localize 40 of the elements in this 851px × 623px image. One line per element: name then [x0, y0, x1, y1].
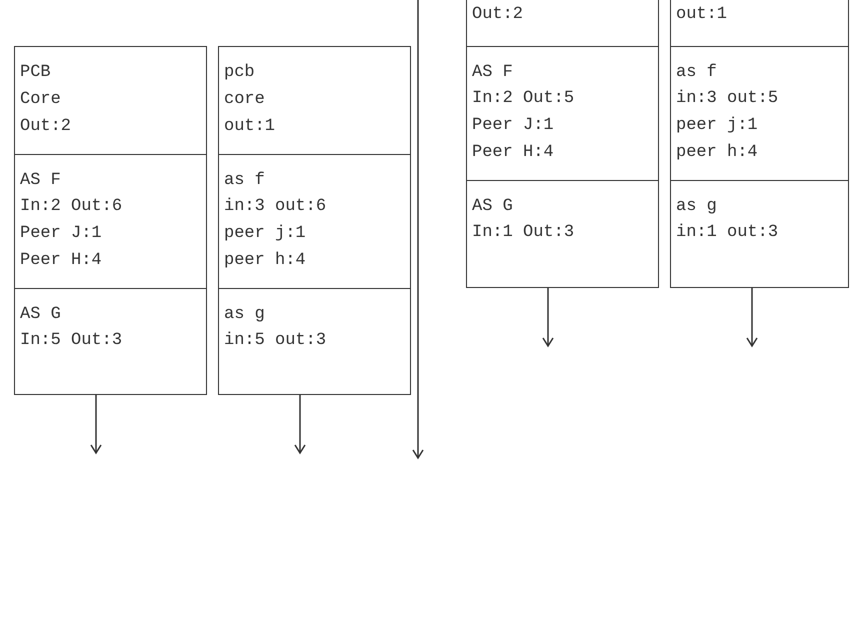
field-text: In:5 Out:3 [20, 330, 122, 352]
field-text: as f [224, 170, 265, 192]
arrow [294, 395, 306, 454]
record-box [466, 0, 659, 288]
field-text: out:1 [224, 116, 276, 138]
field-text: in:3 out:5 [676, 88, 778, 110]
field-text: Out:2 [472, 4, 524, 26]
field-text: In:2 Out:6 [20, 196, 122, 218]
field-text: in:3 out:6 [224, 196, 326, 218]
arrow [542, 288, 554, 347]
field-text: in:1 out:3 [676, 222, 778, 244]
field-text: peer j:1 [676, 115, 758, 138]
arrow [90, 395, 102, 454]
arrow [746, 288, 758, 347]
field-text: AS G [20, 304, 61, 326]
field-text: in:5 out:3 [224, 330, 326, 352]
field-text: Peer H:4 [20, 250, 102, 272]
field-text: as f [676, 62, 717, 84]
field-text: peer j:1 [224, 223, 306, 246]
field-text: core [224, 88, 265, 111]
field-text: peer h:4 [676, 142, 758, 164]
field-text: AS F [20, 170, 61, 192]
field-text: Peer H:4 [472, 142, 554, 164]
record-box [670, 0, 849, 288]
field-text: Peer J:1 [20, 223, 102, 246]
field-text: Peer J:1 [472, 115, 554, 138]
field-text: pcb [224, 62, 255, 84]
field-text: AS G [472, 196, 513, 218]
field-text: AS F [472, 62, 513, 84]
field-text: In:2 Out:5 [472, 88, 574, 110]
field-text: In:1 Out:3 [472, 222, 574, 244]
field-text: Core [20, 88, 61, 111]
field-text: out:1 [676, 4, 728, 26]
record-box [218, 46, 411, 395]
field-text: as g [224, 304, 265, 326]
field-text: peer h:4 [224, 250, 306, 272]
field-text: Out:2 [20, 116, 72, 138]
record-box [14, 46, 207, 395]
field-text: PCB [20, 62, 51, 84]
field-text: as g [676, 196, 717, 218]
